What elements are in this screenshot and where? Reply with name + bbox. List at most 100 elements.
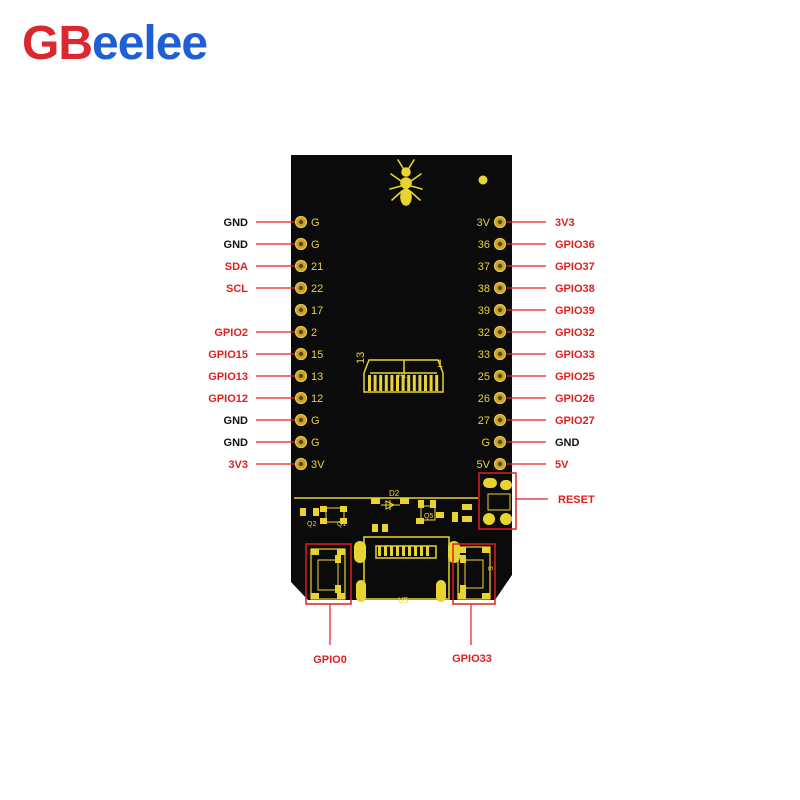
- pcb-board: [291, 155, 512, 600]
- fpc-pin: [401, 375, 405, 391]
- diode-ref: D2: [389, 489, 400, 498]
- left-pin-silk-label: 3V: [311, 459, 325, 471]
- right-pin-silk-label: 3V: [477, 217, 491, 229]
- left-pin-hole: [298, 329, 304, 335]
- right-pin-label: GPIO25: [555, 371, 595, 383]
- right-pin-label: GPIO37: [555, 261, 595, 273]
- right-pin-silk-label: 26: [478, 393, 490, 405]
- right-pin-hole: [497, 263, 503, 269]
- right-pin-silk-label: 25: [478, 371, 490, 383]
- q5-ref: Q5: [424, 513, 433, 520]
- right-pin-label: GPIO36: [555, 239, 595, 251]
- left-pin-silk-label: 15: [311, 349, 323, 361]
- left-pin-hole: [298, 241, 304, 247]
- q1-ref: Q1: [337, 521, 346, 528]
- left-pin-hole: [298, 351, 304, 357]
- right-pin-hole: [497, 307, 503, 313]
- fpc-pin: [429, 375, 433, 391]
- right-pin-hole: [497, 439, 503, 445]
- fpc-pin: [407, 375, 411, 391]
- right-pin-hole: [497, 395, 503, 401]
- right-pin-label: GPIO32: [555, 327, 595, 339]
- left-pin-label: GND: [224, 437, 249, 449]
- fpc-pin: [373, 375, 377, 391]
- right-pin-label: GPIO33: [555, 349, 595, 361]
- left-pin-silk-label: 21: [311, 261, 323, 273]
- right-pin-hole: [497, 417, 503, 423]
- reset-button-highlight: [478, 472, 517, 530]
- fpc-pin: [396, 375, 399, 391]
- mounting-hole: [478, 175, 488, 185]
- fpc-pin: [424, 375, 427, 391]
- right-pin-hole: [497, 219, 503, 225]
- left-pin-silk-label: G: [311, 239, 320, 251]
- left-pin-label: 3V3: [228, 459, 248, 471]
- usb-ref: U5: [398, 596, 409, 605]
- right-pin-silk-label: 36: [478, 239, 490, 251]
- right-pin-label: 5V: [555, 459, 569, 471]
- left-pin-silk-label: 17: [311, 305, 323, 317]
- left-pin-hole: [298, 373, 304, 379]
- fpc-connector-pins: [368, 375, 439, 391]
- fpc-pin: [368, 375, 371, 391]
- right-pin-hole: [497, 373, 503, 379]
- right-pin-label: GPIO26: [555, 393, 595, 405]
- left-pin-silk-label: 12: [311, 393, 323, 405]
- left-pin-label: GPIO12: [208, 393, 248, 405]
- connector-ref: P1: [398, 373, 407, 380]
- left-pin-label: SCL: [226, 283, 248, 295]
- connector-label-right: 1: [437, 358, 443, 370]
- left-pin-silk-label: 22: [311, 283, 323, 295]
- q2-ref: Q2: [307, 521, 316, 528]
- fpc-pin: [418, 375, 422, 391]
- right-pin-silk-label: 5V: [477, 459, 491, 471]
- right-pin-label: 3V3: [555, 217, 575, 229]
- right-pin-label: GPIO38: [555, 283, 595, 295]
- right-pin-hole: [497, 351, 503, 357]
- fpc-connector: [363, 359, 444, 393]
- left-pin-silk-label: G: [311, 415, 320, 427]
- left-pin-hole: [298, 461, 304, 467]
- fpc-pin: [435, 375, 439, 391]
- fpc-pin: [384, 375, 388, 391]
- sw-ref: S: [486, 566, 493, 571]
- left-pin-label: GND: [224, 415, 249, 427]
- right-pin-silk-label: 39: [478, 305, 490, 317]
- left-pin-label: GPIO2: [214, 327, 248, 339]
- left-pin-hole: [298, 439, 304, 445]
- left-pin-label: GND: [224, 217, 249, 229]
- left-pin-hole: [298, 395, 304, 401]
- left-pin-hole: [298, 219, 304, 225]
- left-pin-hole: [298, 417, 304, 423]
- left-pin-silk-label: 13: [311, 371, 323, 383]
- gpio0-button-footprint: [310, 548, 346, 600]
- right-pin-silk-label: 37: [478, 261, 490, 273]
- gpio33-label: GPIO33: [452, 653, 492, 665]
- left-pin-hole: [298, 263, 304, 269]
- left-pin-label: GPIO15: [208, 349, 248, 361]
- right-pin-hole: [497, 461, 503, 467]
- left-pin-silk-label: 2: [311, 327, 317, 339]
- brand-logo-suffix: eelee: [92, 17, 208, 70]
- left-pin-silk-label: G: [311, 217, 320, 229]
- brand-logo-prefix: GB: [22, 17, 93, 70]
- gpio0-label: GPIO0: [313, 654, 347, 666]
- right-pin-silk-label: 33: [478, 349, 490, 361]
- right-pin-hole: [497, 241, 503, 247]
- gpio0-button-highlight: [305, 543, 352, 605]
- usb-c-connector: [363, 536, 450, 600]
- right-pin-silk-label: 32: [478, 327, 490, 339]
- right-pin-silk-label: G: [481, 437, 490, 449]
- brand-logo: GBeelee: [22, 14, 208, 74]
- fpc-pin: [390, 375, 394, 391]
- left-pin-label: SDA: [225, 261, 248, 273]
- gpio33-button-footprint: [457, 546, 491, 600]
- fpc-pin: [412, 375, 416, 391]
- usb-c-pads: [354, 541, 460, 602]
- ant-logo-icon: [389, 159, 423, 206]
- component-outlines: [325, 500, 436, 523]
- right-pin-label: GPIO27: [555, 415, 595, 427]
